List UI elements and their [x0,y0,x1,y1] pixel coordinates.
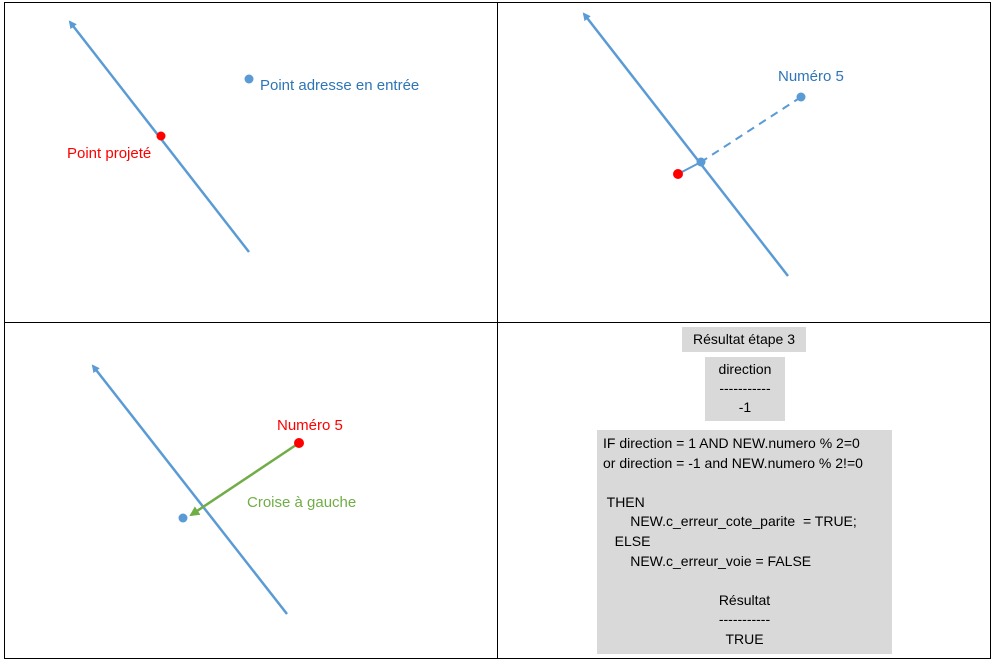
code-spacer [603,571,886,591]
road-line [91,364,288,615]
code-box: IF direction = 1 AND NEW.numero % 2=0 or… [597,430,892,654]
panel-3: Numéro 5 Croise à gauche [91,364,356,615]
road-line [582,12,789,277]
number-point [796,92,806,102]
code-line: or direction = -1 and NEW.numero % 2!=0 [603,454,863,471]
cross-label: Croise à gauche [247,494,356,511]
projected-point [696,157,706,167]
code-line: NEW.c_erreur_cote_parite = TRUE; [603,513,857,530]
direction-separator: ----------- [719,380,771,396]
direction-box: direction ----------- -1 [705,357,785,421]
direction-header: direction [718,361,772,377]
code-line: ELSE [603,532,651,549]
result-header: Résultat [718,591,771,608]
number-label: Numéro 5 [778,68,844,85]
result-separator: ----------- [718,611,771,628]
panel-grid [4,2,991,659]
dashed-connector [700,96,802,163]
projected-point-label: Point projeté [67,145,151,162]
panel-1: Point adresse en entrée Point projeté [67,20,419,253]
address-point [244,74,254,84]
red-point [673,169,683,179]
code-line: NEW.c_erreur_voie = FALSE [603,552,812,569]
projected-point [156,131,166,141]
blue-point [178,513,188,523]
panel-2: Numéro 5 [582,12,844,277]
number-label: Numéro 5 [277,417,343,434]
code-line: IF direction = 1 AND NEW.numero % 2=0 [603,435,860,451]
number-point [294,438,304,448]
result-value: TRUE [725,630,764,647]
result-step-label: Résultat étape 3 [682,327,806,352]
address-point-label: Point adresse en entrée [260,77,419,94]
code-line [603,473,886,493]
direction-value: -1 [738,399,752,415]
code-line: THEN [603,493,645,510]
cross-arrow [189,441,300,517]
